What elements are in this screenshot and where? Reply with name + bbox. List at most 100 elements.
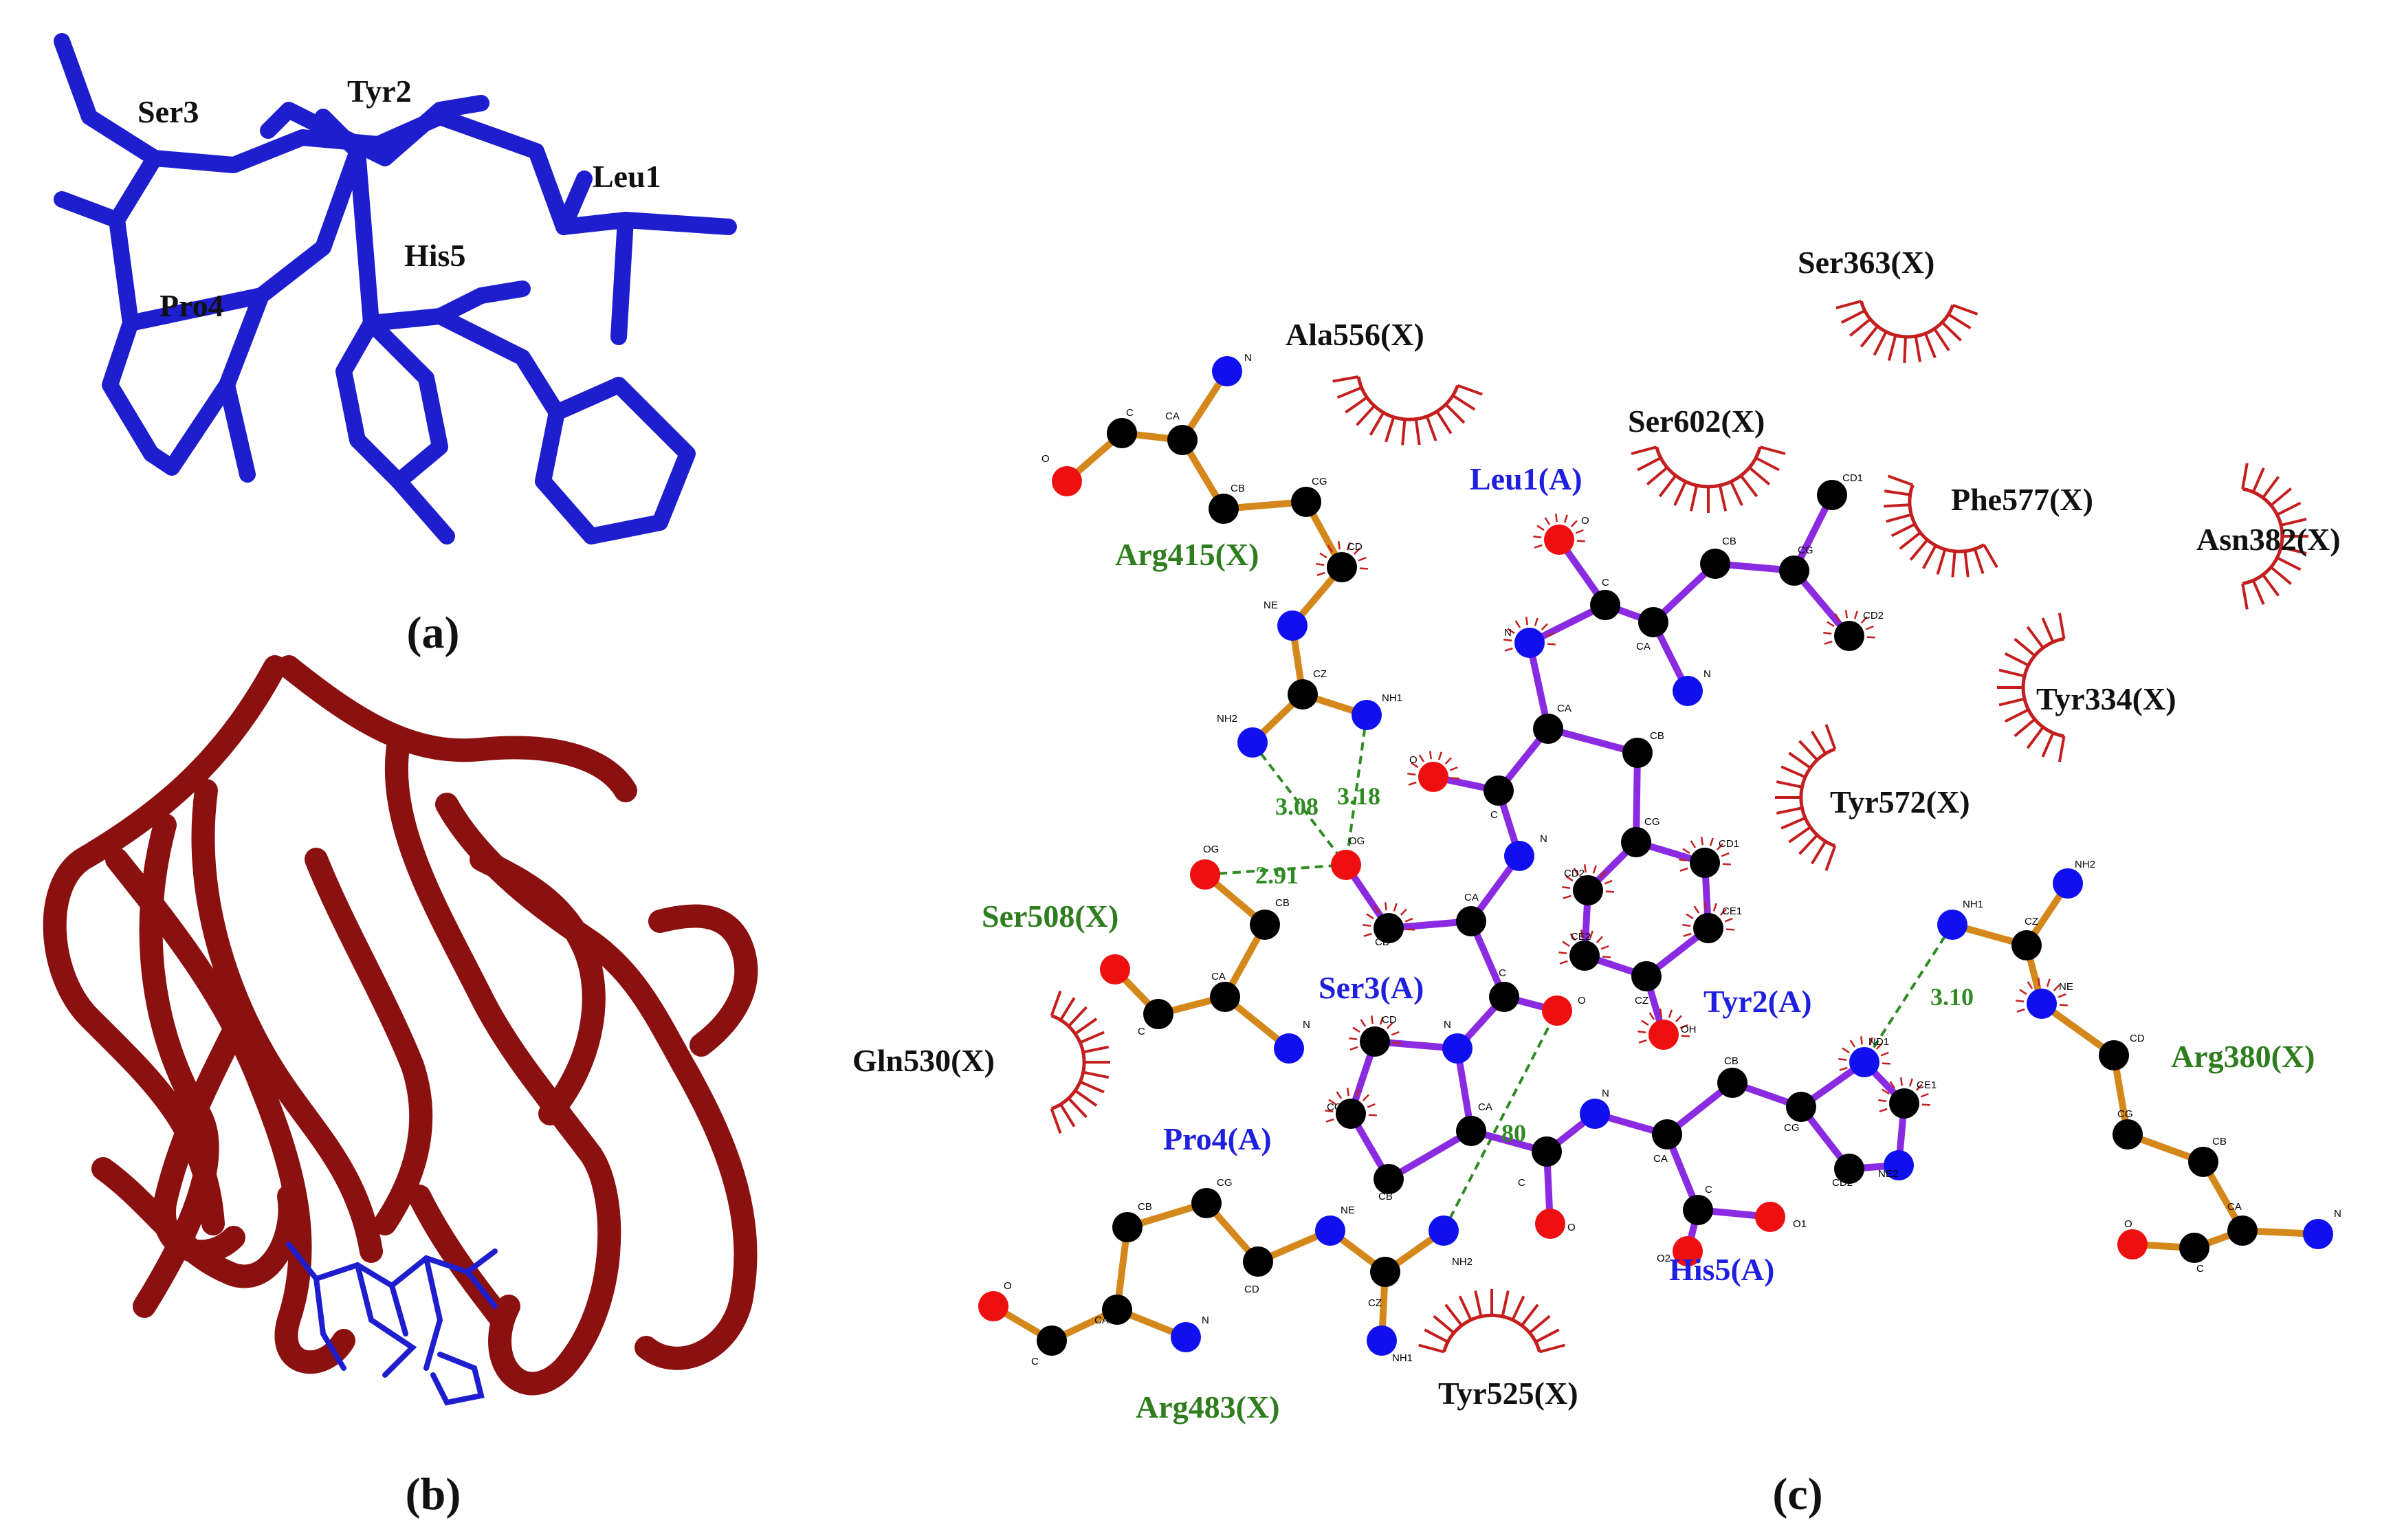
- bond: [1545, 725, 1641, 756]
- atom-n: [1442, 1033, 1473, 1064]
- atom-n: [1504, 841, 1534, 871]
- contact-spokes: [1407, 751, 1459, 786]
- panel-a-stick-model: [54, 33, 737, 544]
- atom-name-tag: C: [1126, 407, 1134, 419]
- atom-o: [1418, 762, 1448, 792]
- atom-name-tag: O: [1567, 1222, 1576, 1233]
- hydrophobic-arc: [1356, 376, 1459, 421]
- atom-name-tag: N: [1444, 1019, 1451, 1031]
- atom-n: [2303, 1219, 2333, 1249]
- atom-c: [1590, 590, 1620, 620]
- atom-c: [1370, 1257, 1400, 1287]
- atom-c: [1690, 848, 1720, 878]
- atom-c: [1336, 1099, 1366, 1129]
- contact-spokes: [1682, 902, 1734, 937]
- hydrophobic-arc-spokes: [1775, 724, 1837, 871]
- atom-o: [1542, 996, 1572, 1026]
- atom-name-tag: C: [1138, 1026, 1145, 1037]
- atom-c: [1817, 480, 1847, 510]
- atom-o: [1052, 466, 1082, 496]
- atom-name-tag: O: [1409, 754, 1418, 766]
- contact-spokes: [2016, 978, 2068, 1013]
- atom-c: [1569, 940, 1600, 971]
- atom-o: [1648, 1020, 1679, 1050]
- atom-name-tag: N: [1703, 668, 1711, 680]
- atom-name-tag: O: [1578, 995, 1586, 1006]
- hydrophobic-arc: [2021, 637, 2064, 738]
- atom-c: [1717, 1068, 1747, 1098]
- hydrophobic-arc-spokes: [1050, 990, 1110, 1134]
- atom-o: [1190, 859, 1220, 890]
- label-pro4: Pro4: [159, 288, 224, 323]
- hbond-distance: 3.08: [1275, 793, 1319, 820]
- atom-c: [1456, 906, 1486, 936]
- label-ser3: Ser3: [137, 94, 199, 129]
- atom-c: [1533, 714, 1563, 744]
- panel-c-hydrophobic-arcs: [1050, 300, 2308, 1354]
- atom-name-tag: CB: [1375, 936, 1389, 948]
- residue-label-ser508: Ser508(X): [982, 899, 1118, 934]
- hydrophobic-arc-spokes: [1631, 446, 1786, 513]
- contact-spokes: [1363, 902, 1415, 937]
- atom-name-tag: CG: [1784, 1122, 1800, 1134]
- residue-label-gln530: Gln530(X): [852, 1043, 995, 1078]
- atom-name-tag: C: [2196, 1263, 2204, 1275]
- label-leu1: Leu1: [593, 159, 661, 194]
- atom-c: [1243, 1246, 1273, 1277]
- bond: [1385, 1128, 1475, 1182]
- atom-name-tag: CZ: [1313, 668, 1327, 680]
- panel-a-labels: Ser3 Tyr2 Leu1 His5 Pro4 (a): [137, 74, 661, 658]
- caption-a: (a): [407, 608, 460, 658]
- atom-name-tag: CD: [1244, 1284, 1259, 1295]
- atom-name-tag: N: [2334, 1208, 2341, 1220]
- hbond-distance: 80: [1501, 1119, 1526, 1147]
- panel-c-atoms: [978, 356, 2333, 1356]
- atom-name-tag: CZ: [1368, 1297, 1382, 1309]
- atom-name-tag: NH2: [1217, 713, 1237, 725]
- atom-name-tag: CE1: [1917, 1079, 1937, 1091]
- atom-o: [978, 1291, 1008, 1321]
- atom-name-tag: CD: [2130, 1033, 2145, 1044]
- atom-c: [1143, 999, 1173, 1029]
- atom-name-tag: NE: [1341, 1204, 1355, 1216]
- hbond-line: [1204, 864, 1347, 876]
- residue-label-tyr334: Tyr334(X): [2036, 681, 2176, 716]
- hbond-line: [1442, 1010, 1558, 1231]
- atom-name-tag: NH1: [1392, 1352, 1413, 1364]
- atom-c: [1652, 1119, 1682, 1150]
- atom-name-tag: CD: [1347, 541, 1363, 553]
- atom-c: [1107, 418, 1137, 448]
- atom-c: [1779, 556, 1809, 586]
- atom-name-tag: CG: [1327, 1101, 1343, 1113]
- atom-n: [1274, 1033, 1304, 1064]
- atom-name-tag: CA: [1557, 703, 1572, 714]
- atom-name-tag: OH: [1681, 1024, 1697, 1035]
- atom-c: [1786, 1092, 1816, 1122]
- hydrophobic-arc-spokes: [1884, 474, 1998, 578]
- atom-name-tag: ND1: [1868, 1036, 1889, 1048]
- residue-label-ser3: Ser3(A): [1319, 970, 1424, 1005]
- atom-c: [2188, 1147, 2218, 1177]
- hydrophobic-arc-spokes: [1418, 1289, 1565, 1354]
- atom-name-tag: N: [1244, 352, 1252, 364]
- panel-b-ligand-sticks: [286, 1242, 498, 1406]
- atom-name-tag: CE2: [1571, 931, 1591, 943]
- atom-c: [1209, 494, 1239, 524]
- atom-name-tag: CA: [1636, 641, 1651, 652]
- atom-name-tag: N: [1504, 627, 1512, 639]
- label-tyr2: Tyr2: [347, 74, 412, 109]
- atom-c: [1532, 1136, 1562, 1167]
- atom-name-tag: CZ: [1635, 995, 1648, 1006]
- atom-name-tag: NH1: [1963, 899, 1983, 910]
- atom-c: [1683, 1195, 1713, 1225]
- atom-o: [2117, 1229, 2148, 1260]
- residue-label-ser602: Ser602(X): [1628, 404, 1765, 439]
- contact-spokes: [1316, 541, 1368, 576]
- atom-c: [1573, 875, 1603, 905]
- atom-name-tag: CB: [2212, 1136, 2227, 1147]
- atom-name-tag: C: [1490, 809, 1498, 821]
- atom-name-tag: NE: [1264, 600, 1278, 611]
- atom-name-tag: CD2: [1863, 610, 1884, 622]
- atom-name-tag: NE: [2059, 981, 2073, 993]
